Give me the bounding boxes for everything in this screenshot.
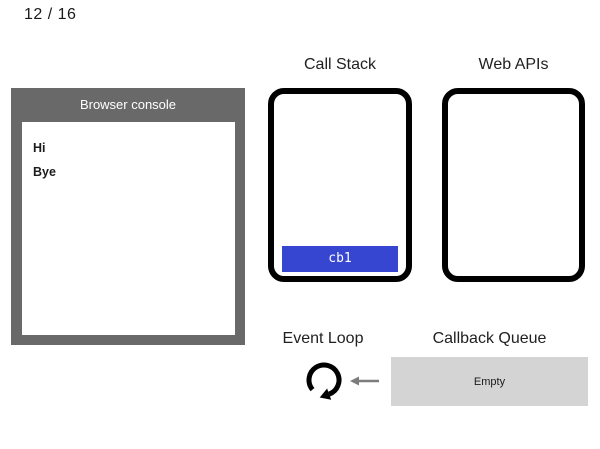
browser-console-panel: Browser console Hi Bye: [11, 88, 245, 345]
event-loop-cycle-icon: [306, 362, 342, 400]
callback-queue-box: Empty: [391, 357, 588, 406]
browser-console-title: Browser console: [79, 97, 177, 112]
call-stack-item-cb1: cb1: [282, 246, 398, 272]
web-apis-box: [442, 88, 585, 282]
web-apis-label: Web APIs: [478, 56, 549, 73]
queue-to-loop-arrow-icon: [350, 376, 379, 386]
call-stack-label: Call Stack: [303, 56, 377, 73]
call-stack-box: cb1: [268, 88, 412, 282]
browser-console-output: Hi Bye: [22, 122, 235, 335]
console-line: Bye: [33, 165, 56, 179]
event-loop-label: Event Loop: [282, 330, 364, 347]
callback-queue-label: Callback Queue: [432, 330, 547, 347]
console-line: Hi: [33, 141, 46, 155]
page-counter: 12 / 16: [24, 6, 77, 23]
callback-queue-status: Empty: [473, 375, 506, 388]
